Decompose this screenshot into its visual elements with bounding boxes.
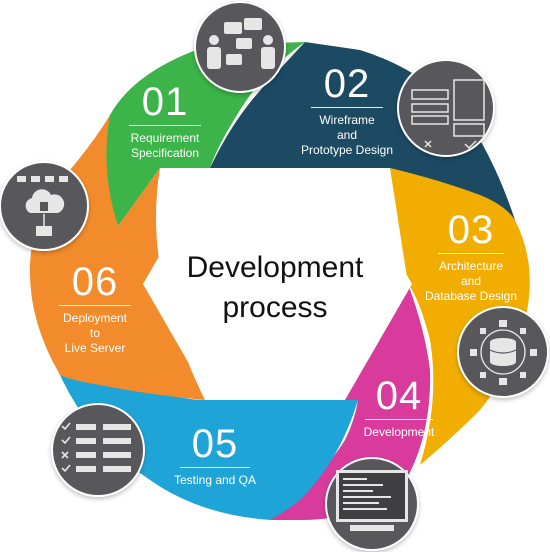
- step-caption-line: and: [460, 274, 482, 288]
- segment-02-ribbon: [210, 42, 515, 220]
- step-caption-line: Specification: [130, 146, 200, 160]
- step-caption-line: Database Design: [424, 289, 518, 303]
- step-01-label: 01 Requirement Specification: [117, 82, 213, 161]
- step-number: 03: [447, 208, 495, 252]
- people-discussion-icon: [194, 1, 286, 93]
- step-02-label: 02 Wireframe and Prototype Design: [293, 64, 401, 158]
- step-caption-line: Deployment: [62, 311, 128, 325]
- step-caption-line: Prototype Design: [300, 143, 394, 157]
- center-title-line: process: [222, 291, 328, 324]
- step-05-label: 05 Testing and QA: [163, 424, 267, 488]
- step-caption-line: Requirement: [130, 131, 200, 145]
- step-03-label: 03 Architecture and Database Design: [418, 210, 524, 304]
- database-network-icon: [457, 306, 549, 398]
- segment-03-ribbon: [390, 168, 530, 465]
- step-caption-line: Development: [363, 425, 435, 439]
- step-04-label: 04 Development: [357, 376, 441, 440]
- code-monitor-icon: [325, 457, 419, 551]
- center-title: Development process: [150, 248, 400, 328]
- step-caption-line: to: [89, 326, 100, 340]
- step-number: 05: [191, 422, 239, 466]
- step-number: 01: [141, 80, 189, 124]
- center-hexagon: [143, 168, 412, 400]
- step-caption-line: Testing and QA: [173, 473, 257, 487]
- segment-05-ribbon: [60, 375, 358, 520]
- step-caption-line: Architecture: [438, 259, 504, 273]
- step-number: 06: [71, 260, 119, 304]
- step-number: 04: [375, 374, 423, 418]
- step-caption-line: and: [336, 128, 358, 142]
- checklist-icon: [51, 403, 145, 497]
- step-06-label: 06 Deployment to Live Server: [46, 262, 144, 356]
- step-caption-line: Live Server: [64, 341, 126, 355]
- wireframe-layout-icon: [397, 59, 495, 157]
- step-caption-line: Wireframe: [319, 113, 375, 127]
- cloud-server-icon: [0, 161, 89, 251]
- center-title-line: Development: [186, 251, 364, 284]
- step-number: 02: [323, 62, 371, 106]
